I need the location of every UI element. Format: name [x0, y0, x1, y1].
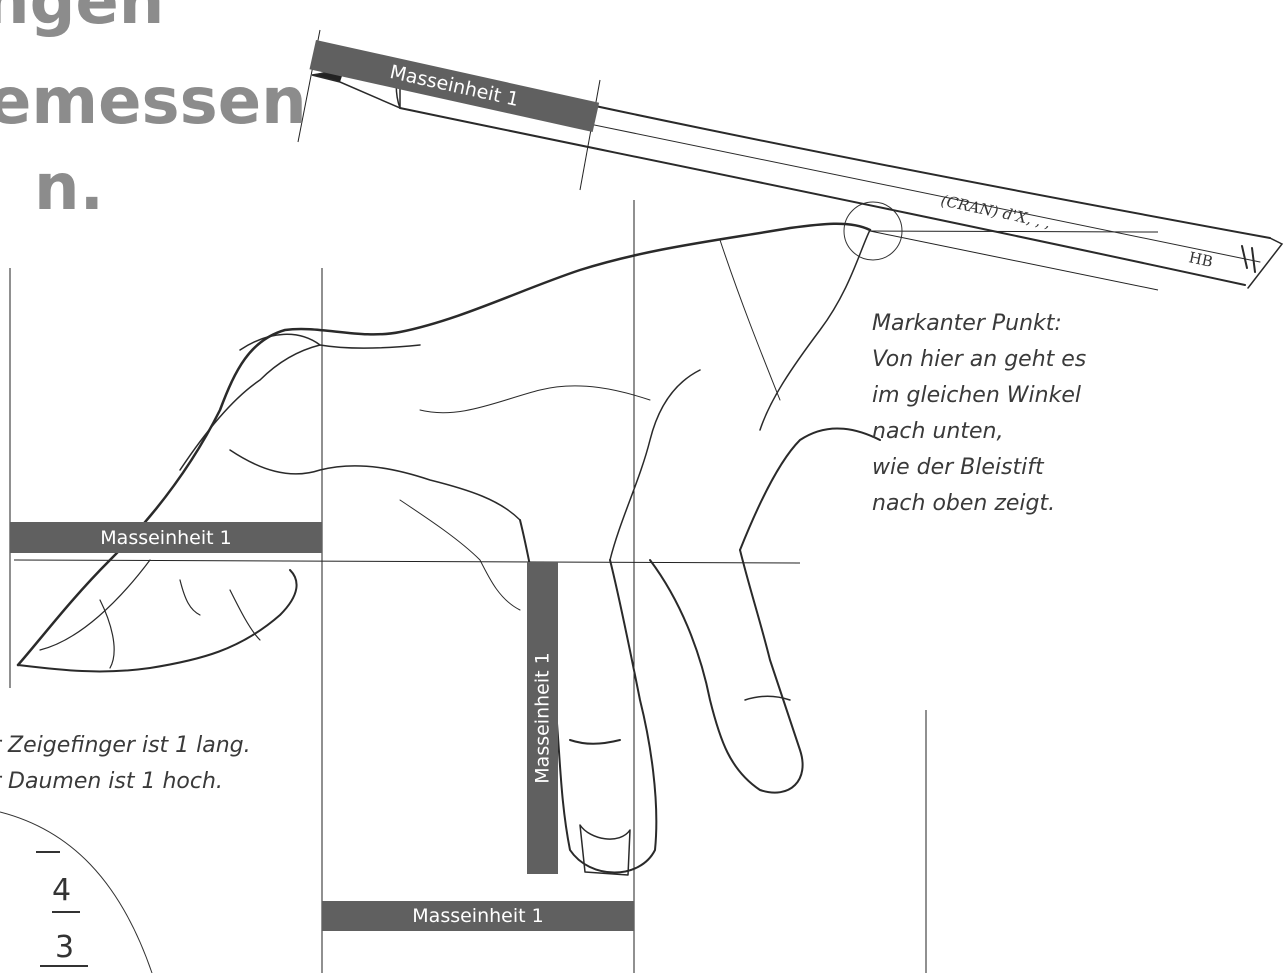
annotation-line: Markanter Punkt:: [872, 306, 1086, 342]
annotation-line: nach oben zeigt.: [872, 486, 1086, 522]
vertical-unit-bar: Masseinheit 1: [527, 562, 558, 874]
vertical-unit-label: Masseinheit 1: [532, 652, 554, 783]
caption-line-2: r Daumen ist 1 hoch.: [0, 764, 251, 800]
finger-unit-bar: Masseinheit 1: [10, 522, 322, 553]
annotation-line: wie der Bleistift: [872, 450, 1086, 486]
corner-number-4: 4: [52, 873, 71, 908]
marker-annotation: Markanter Punkt: Von hier an geht es im …: [872, 306, 1086, 522]
bottom-unit-bar: Masseinheit 1: [322, 901, 634, 931]
annotation-line: Von hier an geht es: [872, 342, 1086, 378]
measure-caption: r Zeigefinger ist 1 lang. r Daumen ist 1…: [0, 728, 251, 800]
pencil-grade-text: HB: [1187, 248, 1214, 271]
annotation-line: nach unten,: [872, 414, 1086, 450]
bottom-unit-label: Masseinheit 1: [412, 905, 543, 927]
pencil-brand-text: (CRAN) d'X, , ,: [939, 191, 1052, 232]
heading-line-1: ngen: [0, 0, 164, 42]
heading-line-3: n.: [34, 148, 104, 228]
corner-number-3: 3: [55, 930, 74, 965]
heading-line-2: emessen: [0, 62, 307, 142]
corner-arc: [0, 812, 152, 973]
page-heading: ngen emessen n.: [0, 0, 45, 320]
caption-line-1: r Zeigefinger ist 1 lang.: [0, 728, 251, 764]
annotation-line: im gleichen Winkel: [872, 378, 1086, 414]
finger-unit-label: Masseinheit 1: [100, 527, 231, 549]
